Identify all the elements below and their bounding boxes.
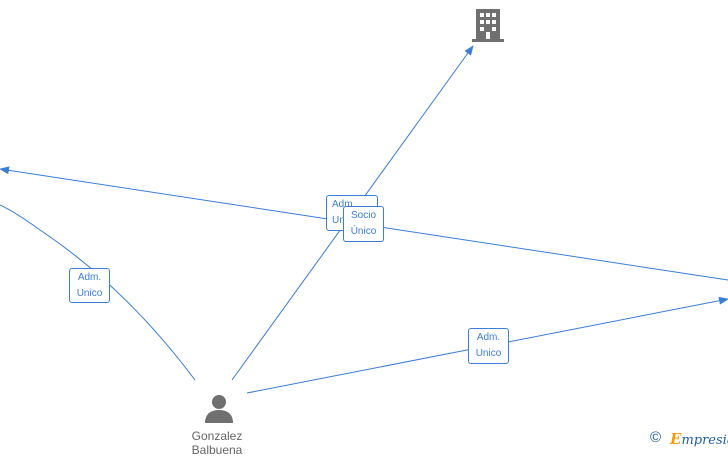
person-name-label[interactable]: Gonzalez Balbuena xyxy=(178,429,256,457)
edge-label-line2: Unico xyxy=(76,288,103,299)
person-name-line2: Balbuena xyxy=(191,443,243,457)
person-name-line1: Gonzalez xyxy=(191,429,243,443)
edge-label-line1: Socio xyxy=(350,210,376,221)
empresia-logo[interactable]: Empresia xyxy=(670,430,728,448)
edge-label-line1: Adm. xyxy=(476,332,501,343)
brand-e: E xyxy=(670,430,682,448)
edge-label-line2: Único xyxy=(350,226,377,237)
edge-label-adm-unico-right[interactable]: Adm. Unico xyxy=(468,328,509,364)
brand-rest: mpresia xyxy=(681,433,728,448)
copyright-symbol: © xyxy=(650,429,662,446)
edge-label-adm-unico-left[interactable]: Adm. Unico xyxy=(69,268,110,303)
building-icon[interactable] xyxy=(471,6,505,42)
person-icon[interactable] xyxy=(204,393,234,423)
edge-label-line1: Adm. xyxy=(332,199,356,210)
edge-label-line2: Unico xyxy=(475,348,502,359)
edge-label-line1: Adm. xyxy=(77,272,102,283)
edge-label-socio-unico[interactable]: Socio Único xyxy=(343,206,384,242)
edge-person-left xyxy=(0,204,196,381)
